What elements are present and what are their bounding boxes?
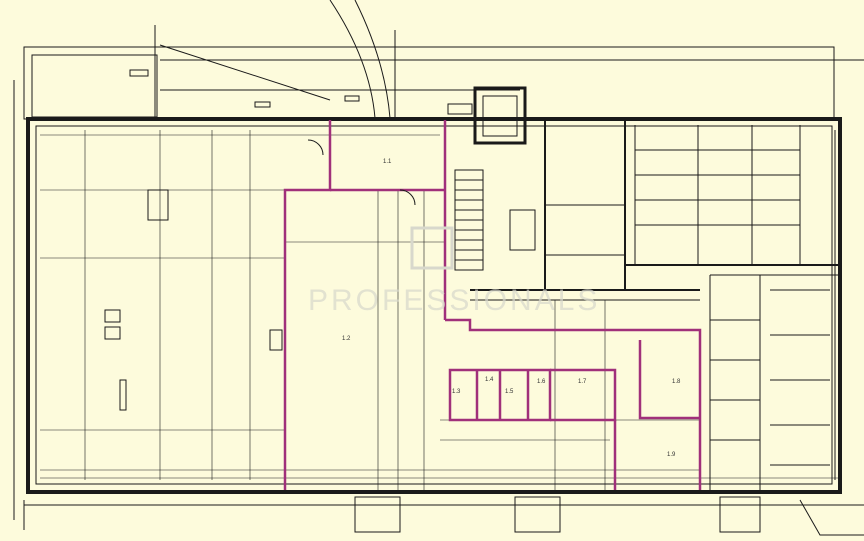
room-labels: 1.1 1.2 1.3 1.4 1.5 1.6 1.7 1.8 1.9: [342, 159, 681, 458]
room-label-1-8: 1.8: [672, 379, 681, 385]
watermark: PROFESSIONALS: [308, 226, 600, 317]
core-stair-lift: [307, 86, 700, 301]
room-label-1-6: 1.6: [537, 379, 546, 385]
room-label-1-9: 1.9: [667, 452, 676, 458]
storage-grid: [625, 125, 840, 490]
room-label-1-1: 1.1: [383, 159, 392, 165]
room-label-1-7: 1.7: [578, 379, 587, 385]
room-label-1-4: 1.4: [485, 377, 494, 383]
room-label-1-2: 1.2: [342, 336, 351, 342]
room-partitions: [283, 120, 702, 490]
room-label-1-5: 1.5: [505, 389, 514, 395]
dimension-lines: [40, 130, 840, 490]
exterior-walls: [13, 80, 864, 536]
room-label-1-3: 1.3: [452, 389, 461, 395]
columns: [104, 189, 283, 411]
watermark-text: PROFESSIONALS: [308, 284, 600, 317]
upper-exterior: [23, 0, 864, 120]
